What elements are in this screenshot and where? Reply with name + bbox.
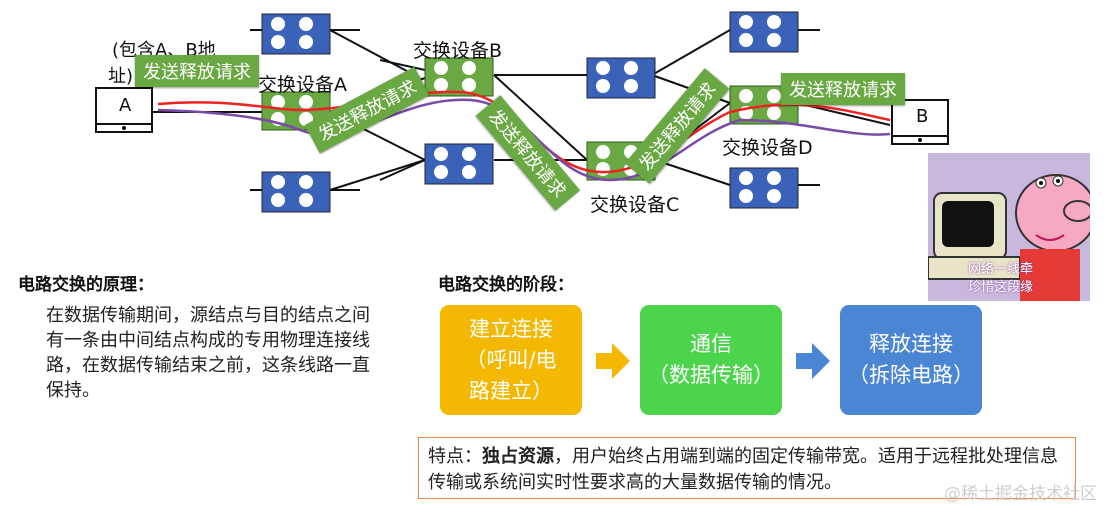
link-0 <box>329 29 421 79</box>
node-5 <box>729 167 799 209</box>
node-3-dot-0 <box>596 61 610 75</box>
computer-b-label: B <box>916 106 929 127</box>
node-5-dot-0 <box>739 171 753 185</box>
feature-text: ，用户始终占用端到端的固定传输带宽。适用于远程批处理信息传输或系统间实时性要求高… <box>428 446 1058 493</box>
node-2-dot-0 <box>434 147 448 161</box>
switch-a-label: 交换设备A <box>258 74 347 96</box>
node-1-dot-1 <box>299 175 313 189</box>
stage-setup-line2: （呼叫/电 <box>465 347 557 372</box>
switch-1-dot-0 <box>434 61 448 75</box>
switch-2-dot-0 <box>596 145 610 159</box>
stages-heading: 电路交换的阶段： <box>438 275 574 295</box>
stage-transfer-line1: 通信 <box>690 332 732 356</box>
switch-3-dot-0 <box>739 89 753 103</box>
link-15 <box>654 159 731 186</box>
computer-b-monitor <box>891 99 949 137</box>
node-1-dot-3 <box>299 193 313 207</box>
principle-text: 在数据传输期间，源结点与目的结点之间有一条由中间结点构成的专用物理连接线路，在数… <box>46 305 370 401</box>
node-3-dot-2 <box>596 79 610 93</box>
watermark: @稀土掘金技术社区 <box>944 484 1097 504</box>
switch-c-label: 交换设备C <box>590 194 680 216</box>
cartoon-caption: 网络一线牵 珍惜这段缘 <box>968 261 1033 297</box>
switch-2-dot-2 <box>596 162 610 176</box>
switch-b-label: 交换设备B <box>413 40 503 62</box>
cartoon-caption-line1: 网络一线牵 <box>968 262 1034 277</box>
node-4-dot-0 <box>739 15 753 29</box>
feature-box: 特点：独占资源，用户始终占用端到端的固定传输带宽。适用于远程批处理信息传输或系统… <box>418 437 1076 499</box>
node-1-dot-0 <box>271 175 285 189</box>
node-4-dot-3 <box>767 33 781 47</box>
stage-setup-line3: 路建立） <box>469 378 553 403</box>
link-6 <box>329 159 426 191</box>
node-3-dot-1 <box>624 61 638 75</box>
node-4 <box>729 11 799 53</box>
node-3-dot-3 <box>624 79 638 93</box>
node-2 <box>424 143 494 185</box>
stage-release-line2: （拆除电路） <box>848 363 974 387</box>
switch-3-dot-3 <box>767 106 781 120</box>
node-3 <box>586 57 656 99</box>
cartoon-image: 网络一线牵 珍惜这段缘 <box>928 153 1090 301</box>
computer-a-label: A <box>119 95 132 116</box>
node-2-dot-1 <box>462 147 476 161</box>
link-12 <box>651 29 731 76</box>
node-0-dot-3 <box>299 35 313 49</box>
feature-emphasis: 独占资源 <box>482 446 554 467</box>
link-20 <box>379 159 426 181</box>
node-2-dot-3 <box>462 165 476 179</box>
node-0-dot-2 <box>271 35 285 49</box>
note-address-line2: 址) <box>108 66 134 87</box>
link-11 <box>493 74 588 161</box>
node-0-dot-1 <box>299 17 313 31</box>
principle-heading: 电路交换的原理： <box>18 275 154 295</box>
arrow-right-icon <box>596 343 630 379</box>
node-0 <box>261 13 331 55</box>
stage-setup-line1: 建立连接 <box>469 316 553 341</box>
release-banner-1: 发送释放请求 <box>135 55 259 87</box>
node-2-dot-2 <box>434 165 448 179</box>
switch-d-label: 交换设备D <box>722 137 813 159</box>
stage-transfer: 通信 （数据传输） <box>640 305 782 415</box>
node-1 <box>261 171 331 213</box>
arrow-right-icon <box>796 343 830 379</box>
cartoon-caption-line2: 珍惜这段缘 <box>968 280 1034 295</box>
switch-1-dot-2 <box>434 78 448 92</box>
stage-release-line1: 释放连接 <box>869 332 953 356</box>
switch-1-dot-3 <box>462 78 476 92</box>
release-banner-1-text: 发送释放请求 <box>143 62 251 83</box>
stage-setup: 建立连接 （呼叫/电 路建立） <box>440 305 582 415</box>
node-0-dot-0 <box>271 17 285 31</box>
node-4-dot-2 <box>739 33 753 47</box>
node-5-dot-1 <box>767 171 781 185</box>
switch-0-dot-0 <box>271 95 285 109</box>
feature-prefix: 特点： <box>428 446 482 467</box>
switch-0-dot-1 <box>299 95 313 109</box>
node-4-dot-1 <box>767 15 781 29</box>
computer-b-led <box>918 138 922 142</box>
computer-a-led <box>122 126 126 130</box>
release-banner-5-text: 发送释放请求 <box>789 80 897 101</box>
node-5-dot-2 <box>739 189 753 203</box>
switch-1 <box>424 57 494 97</box>
release-banner-5: 发送释放请求 <box>781 73 905 105</box>
cartoon-drawing <box>928 153 1090 301</box>
stage-transfer-line2: （数据传输） <box>648 363 774 387</box>
switch-1-dot-1 <box>462 61 476 75</box>
node-5-dot-3 <box>767 189 781 203</box>
stage-release: 释放连接 （拆除电路） <box>840 305 982 415</box>
link-19 <box>379 59 426 71</box>
switch-3-dot-1 <box>767 89 781 103</box>
node-1-dot-2 <box>271 193 285 207</box>
